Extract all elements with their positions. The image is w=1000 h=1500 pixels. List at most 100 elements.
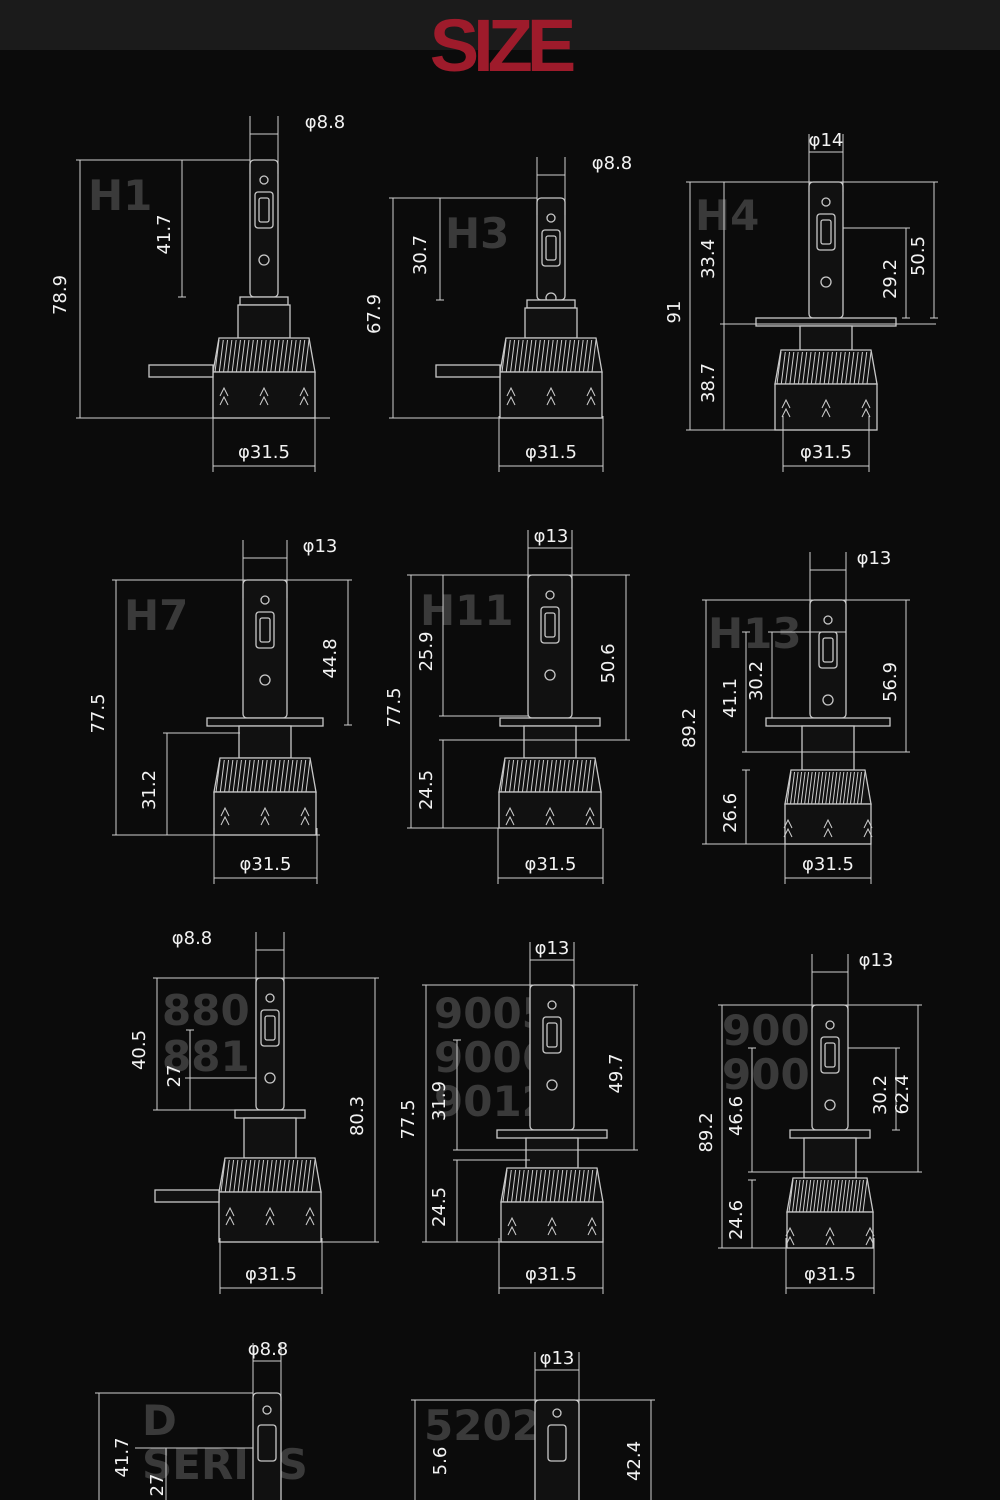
heatsink-fin — [278, 339, 284, 373]
heatsink-fin — [248, 339, 254, 373]
base-cylinder — [212, 371, 316, 419]
heatsink-fin — [527, 339, 533, 373]
heatsink-fin — [569, 759, 575, 793]
screw-hole — [264, 1072, 276, 1084]
heatsink-fin — [301, 759, 307, 793]
heatsink-fin — [588, 1169, 594, 1203]
heatsink-fin — [271, 759, 277, 793]
vertical-dimension-label: 30.2 — [870, 1075, 891, 1115]
vertical-dimension-label: 24.5 — [429, 1187, 450, 1227]
heatsink-fin — [504, 759, 510, 793]
heatsink-fin — [795, 1179, 801, 1213]
heatsink-fin — [283, 339, 289, 373]
mount-flange — [499, 717, 601, 727]
heatsink-fin — [835, 771, 841, 805]
heatsink-fin — [244, 339, 250, 373]
heatsink-fin — [853, 351, 859, 385]
heatsink-fin — [300, 339, 306, 373]
wire-lead — [154, 1189, 220, 1203]
bulb-code-label: H3 — [445, 209, 509, 258]
heatsink-fin — [862, 1179, 868, 1213]
led-chip-core — [258, 197, 270, 223]
heatsink-fin — [279, 759, 285, 793]
vent-chevron — [219, 386, 229, 406]
heatsink-fin — [246, 1159, 252, 1193]
heatsink-fin — [789, 351, 795, 385]
heatsink-fin — [797, 351, 803, 385]
mount-flange — [755, 317, 897, 327]
heatsink-fin — [262, 759, 268, 793]
screw-hole — [824, 1099, 836, 1111]
heatsink-fin — [526, 759, 532, 793]
vertical-dimension-label: 67.9 — [364, 294, 385, 334]
mount-hole — [547, 1000, 557, 1010]
vent-chevron — [225, 1206, 235, 1226]
diameter-label: φ31.5 — [525, 442, 577, 463]
diameter-label: φ31.5 — [804, 1264, 856, 1285]
heatsink-fin — [860, 771, 866, 805]
vertical-dimension-label: 77.5 — [384, 687, 405, 727]
heatsink-fin — [836, 351, 842, 385]
heatsink-fin — [830, 1179, 836, 1213]
vent-chevron — [823, 818, 833, 838]
heatsink-fin — [590, 759, 596, 793]
heatsink-fin — [800, 771, 806, 805]
heatsink-fin — [514, 339, 520, 373]
heatsink-fin — [519, 1169, 525, 1203]
vent-chevron — [505, 806, 515, 826]
neck — [238, 725, 292, 759]
heatsink-fin — [845, 351, 851, 385]
heatsink-fin — [846, 771, 852, 805]
mount-flange — [765, 717, 891, 727]
bulb-code-label: D — [142, 1396, 177, 1445]
heatsink-fin — [776, 351, 782, 385]
heatsink-fin — [229, 1159, 235, 1193]
heatsink-fin — [227, 339, 233, 373]
mount-hole — [265, 993, 275, 1003]
vertical-dimension-label: 33.4 — [698, 239, 719, 279]
screw-hole — [258, 254, 270, 266]
heatsink-fin — [857, 351, 863, 385]
led-chip-core — [822, 637, 834, 663]
vertical-dimension-label: 30.2 — [746, 661, 767, 701]
heatsink-fin — [793, 771, 799, 805]
vertical-dimension-label: 46.6 — [726, 1096, 747, 1136]
heatsink-fin — [254, 759, 260, 793]
heatsink-fin — [570, 339, 576, 373]
heatsink-fin — [233, 1159, 239, 1193]
diameter-label: φ31.5 — [802, 854, 854, 875]
heatsink-fin — [832, 771, 838, 805]
heatsink-fin — [578, 339, 584, 373]
heatsink-fin — [851, 1179, 857, 1213]
bulb-code-label: H11 — [420, 586, 514, 635]
heatsink-fin — [306, 1159, 312, 1193]
vent-chevron — [781, 398, 791, 418]
screw-hole — [259, 674, 271, 686]
heatsink-fin — [292, 759, 298, 793]
vertical-dimension-label: 31.2 — [139, 770, 160, 810]
heatsink-fin — [575, 1169, 581, 1203]
heatsink-fin — [240, 339, 246, 373]
heatsink-fin — [842, 771, 848, 805]
neck — [237, 304, 291, 339]
led-chip-core — [545, 235, 557, 261]
diameter-label: φ31.5 — [240, 854, 292, 875]
heatsink-fin — [548, 339, 554, 373]
led-chip-core — [264, 1015, 276, 1041]
led-chip — [257, 1424, 277, 1462]
neck — [525, 1137, 579, 1169]
heatsink-fin — [536, 1169, 542, 1203]
heatsink-fin — [296, 759, 302, 793]
led-chip-core — [259, 617, 271, 643]
vent-chevron — [265, 1206, 275, 1226]
diameter-label: φ31.5 — [525, 1264, 577, 1285]
base-cylinder — [500, 1201, 604, 1243]
heatsink-fin — [501, 339, 507, 373]
diameter-label: φ13 — [859, 950, 894, 971]
heatsink-fin — [579, 1169, 585, 1203]
heatsink-fin — [532, 1169, 538, 1203]
heatsink-fin — [813, 1179, 819, 1213]
